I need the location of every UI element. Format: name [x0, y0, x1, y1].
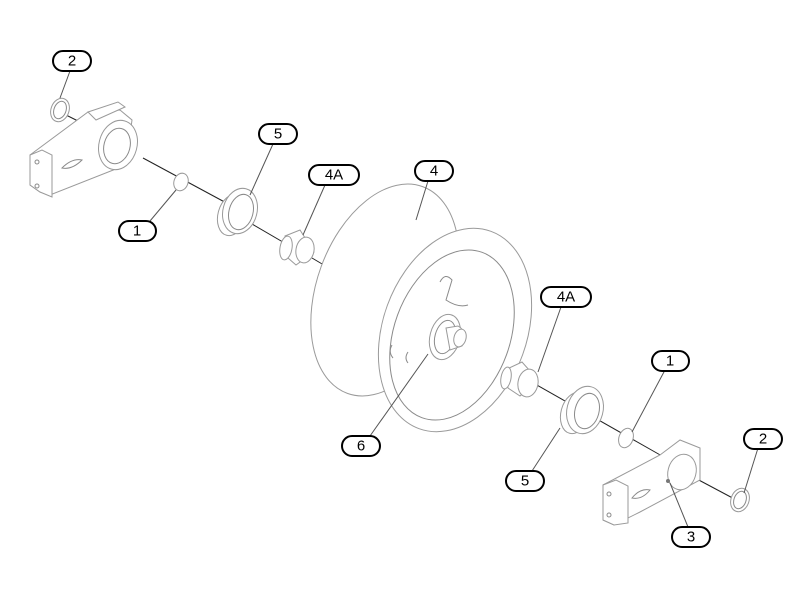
- callout-label: 3: [687, 529, 695, 546]
- callout-label: 5: [521, 473, 529, 490]
- callout-label: 4: [430, 163, 438, 180]
- callout-label: 5: [274, 126, 282, 143]
- grease-fitting: [666, 479, 670, 483]
- callout-5-bottom: 5: [505, 470, 545, 492]
- callout-label: 6: [357, 438, 365, 455]
- bearing-right: [559, 385, 604, 435]
- bearing-left: [216, 187, 258, 237]
- callout-label: 2: [68, 53, 76, 70]
- callout-6: 6: [341, 435, 381, 457]
- callout-label: 4A: [557, 289, 575, 306]
- bracket-right: [602, 439, 701, 526]
- callout-2-right: 2: [743, 428, 783, 450]
- idler-wheel: [310, 183, 533, 433]
- callout-4A-top: 4A: [308, 164, 360, 186]
- bushing-left: [279, 229, 315, 266]
- bushing-right: [500, 361, 539, 398]
- bracket-left: [29, 101, 138, 198]
- callout-5-top: 5: [258, 123, 298, 145]
- callout-label: 1: [133, 223, 141, 240]
- callout-2-left: 2: [52, 50, 92, 72]
- leader-lines: [59, 70, 759, 528]
- snap-ring-right: [730, 487, 750, 513]
- callout-label: 4A: [325, 167, 343, 184]
- callout-1-left: 1: [118, 220, 157, 242]
- callout-1-right: 1: [651, 350, 690, 372]
- callout-4: 4: [414, 160, 454, 182]
- callout-3: 3: [671, 526, 711, 548]
- o-ring-right: [618, 427, 634, 449]
- callout-4A-right: 4A: [540, 286, 592, 308]
- callout-label: 1: [666, 353, 674, 370]
- snap-ring-left: [50, 97, 70, 123]
- o-ring-left: [173, 172, 189, 192]
- callout-label: 2: [759, 431, 767, 448]
